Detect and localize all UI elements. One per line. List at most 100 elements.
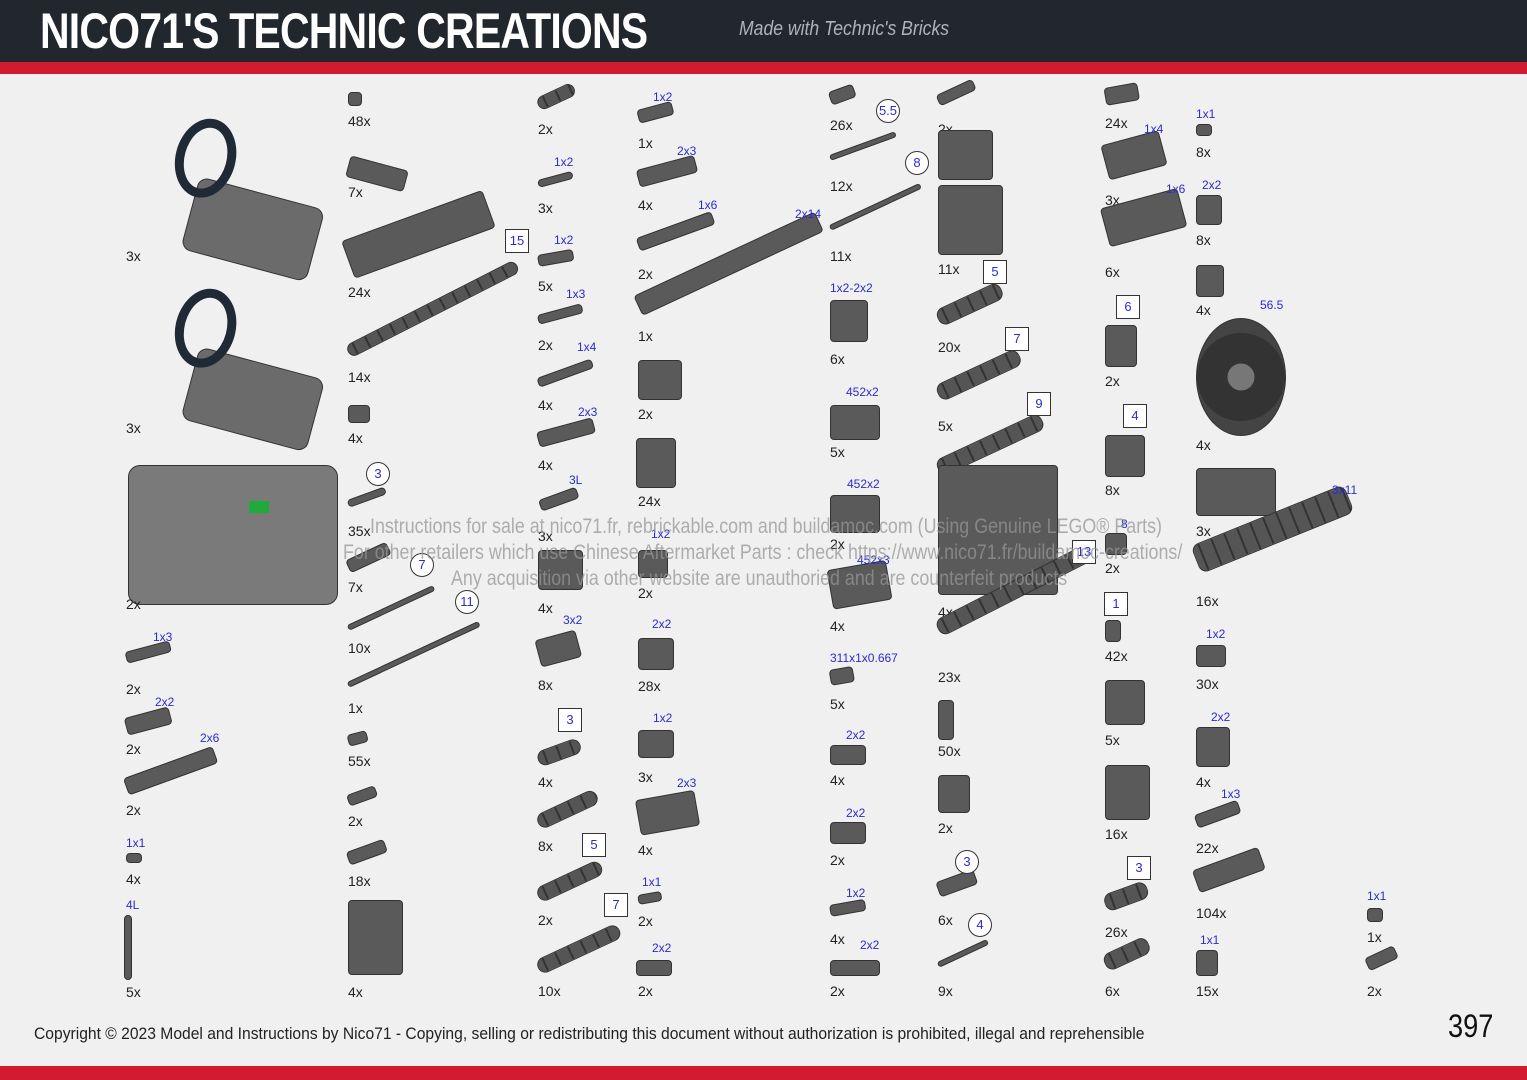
- part-size-label: 3L: [569, 473, 583, 487]
- length-callout-square: 4: [1123, 404, 1147, 428]
- site-title: NICO71'S TECHNIC CREATIONS: [40, 3, 648, 59]
- part-size-label: 1x2-2x2: [830, 281, 873, 295]
- part-image: [636, 438, 676, 488]
- part-image: [633, 211, 824, 316]
- part-image: [638, 550, 668, 578]
- part-image: [938, 775, 970, 813]
- part-image: [536, 358, 595, 388]
- part-image: [348, 900, 403, 975]
- part-quantity: 2x: [538, 121, 553, 137]
- part-image: [345, 785, 379, 807]
- part-quantity: 11x: [938, 261, 960, 277]
- part-image: [535, 737, 584, 768]
- part-image: [938, 185, 1003, 255]
- part-image: [938, 130, 993, 180]
- part-quantity: 8x: [1196, 144, 1211, 160]
- part-size-label: 2x2: [652, 617, 672, 631]
- page-number: 397: [1448, 1008, 1494, 1044]
- part-quantity: 12x: [830, 178, 853, 194]
- part-size-label: 1x1: [1196, 107, 1216, 121]
- part-quantity: 8x: [538, 838, 553, 854]
- part-quantity: 4x: [538, 600, 553, 616]
- part-image: [124, 915, 132, 980]
- part-quantity: 2x: [126, 596, 141, 612]
- length-callout-circle: 4: [968, 913, 992, 937]
- hub-part-image: [128, 465, 338, 605]
- part-image: [934, 347, 1024, 403]
- watermark-line: Any acquisition via other website are un…: [451, 567, 1068, 590]
- part-quantity: 3x: [638, 769, 653, 785]
- part-quantity: 4x: [638, 842, 653, 858]
- part-quantity: 4x: [830, 772, 845, 788]
- part-image: [638, 638, 674, 670]
- part-image: [635, 154, 699, 188]
- part-image: [935, 78, 977, 107]
- part-image: [1105, 533, 1127, 555]
- part-quantity: 3x: [1196, 523, 1211, 539]
- part-quantity: 2x: [126, 681, 141, 697]
- part-quantity: 5x: [1105, 732, 1120, 748]
- part-size-label: 2x2: [652, 941, 672, 955]
- copyright-notice: Copyright © 2023 Model and Instructions …: [34, 1024, 1145, 1043]
- part-quantity: 3x: [538, 200, 553, 216]
- part-quantity: 15x: [1196, 983, 1219, 999]
- part-size-label: 2x3: [677, 144, 697, 158]
- part-size-label: 1x3: [1221, 787, 1241, 801]
- part-quantity: 4x: [1196, 437, 1211, 453]
- part-image: [1364, 945, 1399, 972]
- part-quantity: 5x: [938, 418, 953, 434]
- status-light-icon: [249, 501, 269, 513]
- length-callout-square: 9: [1027, 392, 1051, 416]
- part-quantity: 1x: [638, 135, 653, 151]
- part-quantity: 42x: [1105, 648, 1128, 664]
- part-quantity: 5x: [538, 278, 553, 294]
- part-quantity: 2x: [1105, 373, 1120, 389]
- part-quantity: 10x: [538, 983, 561, 999]
- part-quantity: 16x: [1196, 593, 1219, 609]
- part-image: [636, 960, 672, 976]
- part-size-label: 1x6: [698, 198, 718, 212]
- part-size-label: 1x2: [554, 155, 574, 169]
- part-size-label: 2x2: [846, 728, 866, 742]
- part-image: [1196, 645, 1226, 667]
- part-quantity: 26x: [830, 117, 853, 133]
- part-quantity: 23x: [938, 669, 961, 685]
- part-size-label: 1x4: [1144, 122, 1164, 136]
- part-size-label: 452x2: [847, 477, 880, 491]
- part-quantity: 11x: [830, 248, 852, 264]
- part-image: [1196, 727, 1230, 767]
- part-quantity: 2x: [1367, 983, 1382, 999]
- part-size-label: 1x2: [653, 90, 673, 104]
- length-callout-square: 7: [1005, 327, 1029, 351]
- part-size-label: 1x2: [1206, 627, 1226, 641]
- part-image: [638, 360, 682, 400]
- part-image: [827, 83, 857, 106]
- part-image: [126, 853, 142, 863]
- part-image: [1196, 265, 1224, 297]
- part-image: [346, 730, 369, 747]
- part-image: [537, 486, 580, 512]
- part-quantity: 22x: [1196, 840, 1219, 856]
- part-quantity: 4x: [638, 197, 653, 213]
- part-image: [830, 300, 868, 342]
- part-size-label: 1x2: [653, 711, 673, 725]
- part-image: [936, 939, 990, 968]
- part-image: [637, 890, 663, 905]
- part-size-label: 4L: [126, 898, 140, 912]
- part-quantity: 2x: [126, 741, 141, 757]
- part-image: [828, 131, 897, 161]
- part-quantity: 35x: [348, 523, 371, 539]
- part-quantity: 4x: [830, 618, 845, 634]
- part-image: [1196, 950, 1218, 976]
- part-quantity: 2x: [126, 802, 141, 818]
- part-quantity: 7x: [348, 184, 363, 200]
- wheel-part-image: [1196, 318, 1286, 436]
- part-image: [1105, 765, 1150, 820]
- part-image: [348, 92, 362, 106]
- part-quantity: 1x: [348, 700, 363, 716]
- part-quantity: 2x: [538, 337, 553, 353]
- part-size-label: 2x6: [200, 731, 220, 745]
- part-quantity: 4x: [126, 871, 141, 887]
- part-image: [1105, 620, 1121, 642]
- part-image: [1196, 468, 1276, 516]
